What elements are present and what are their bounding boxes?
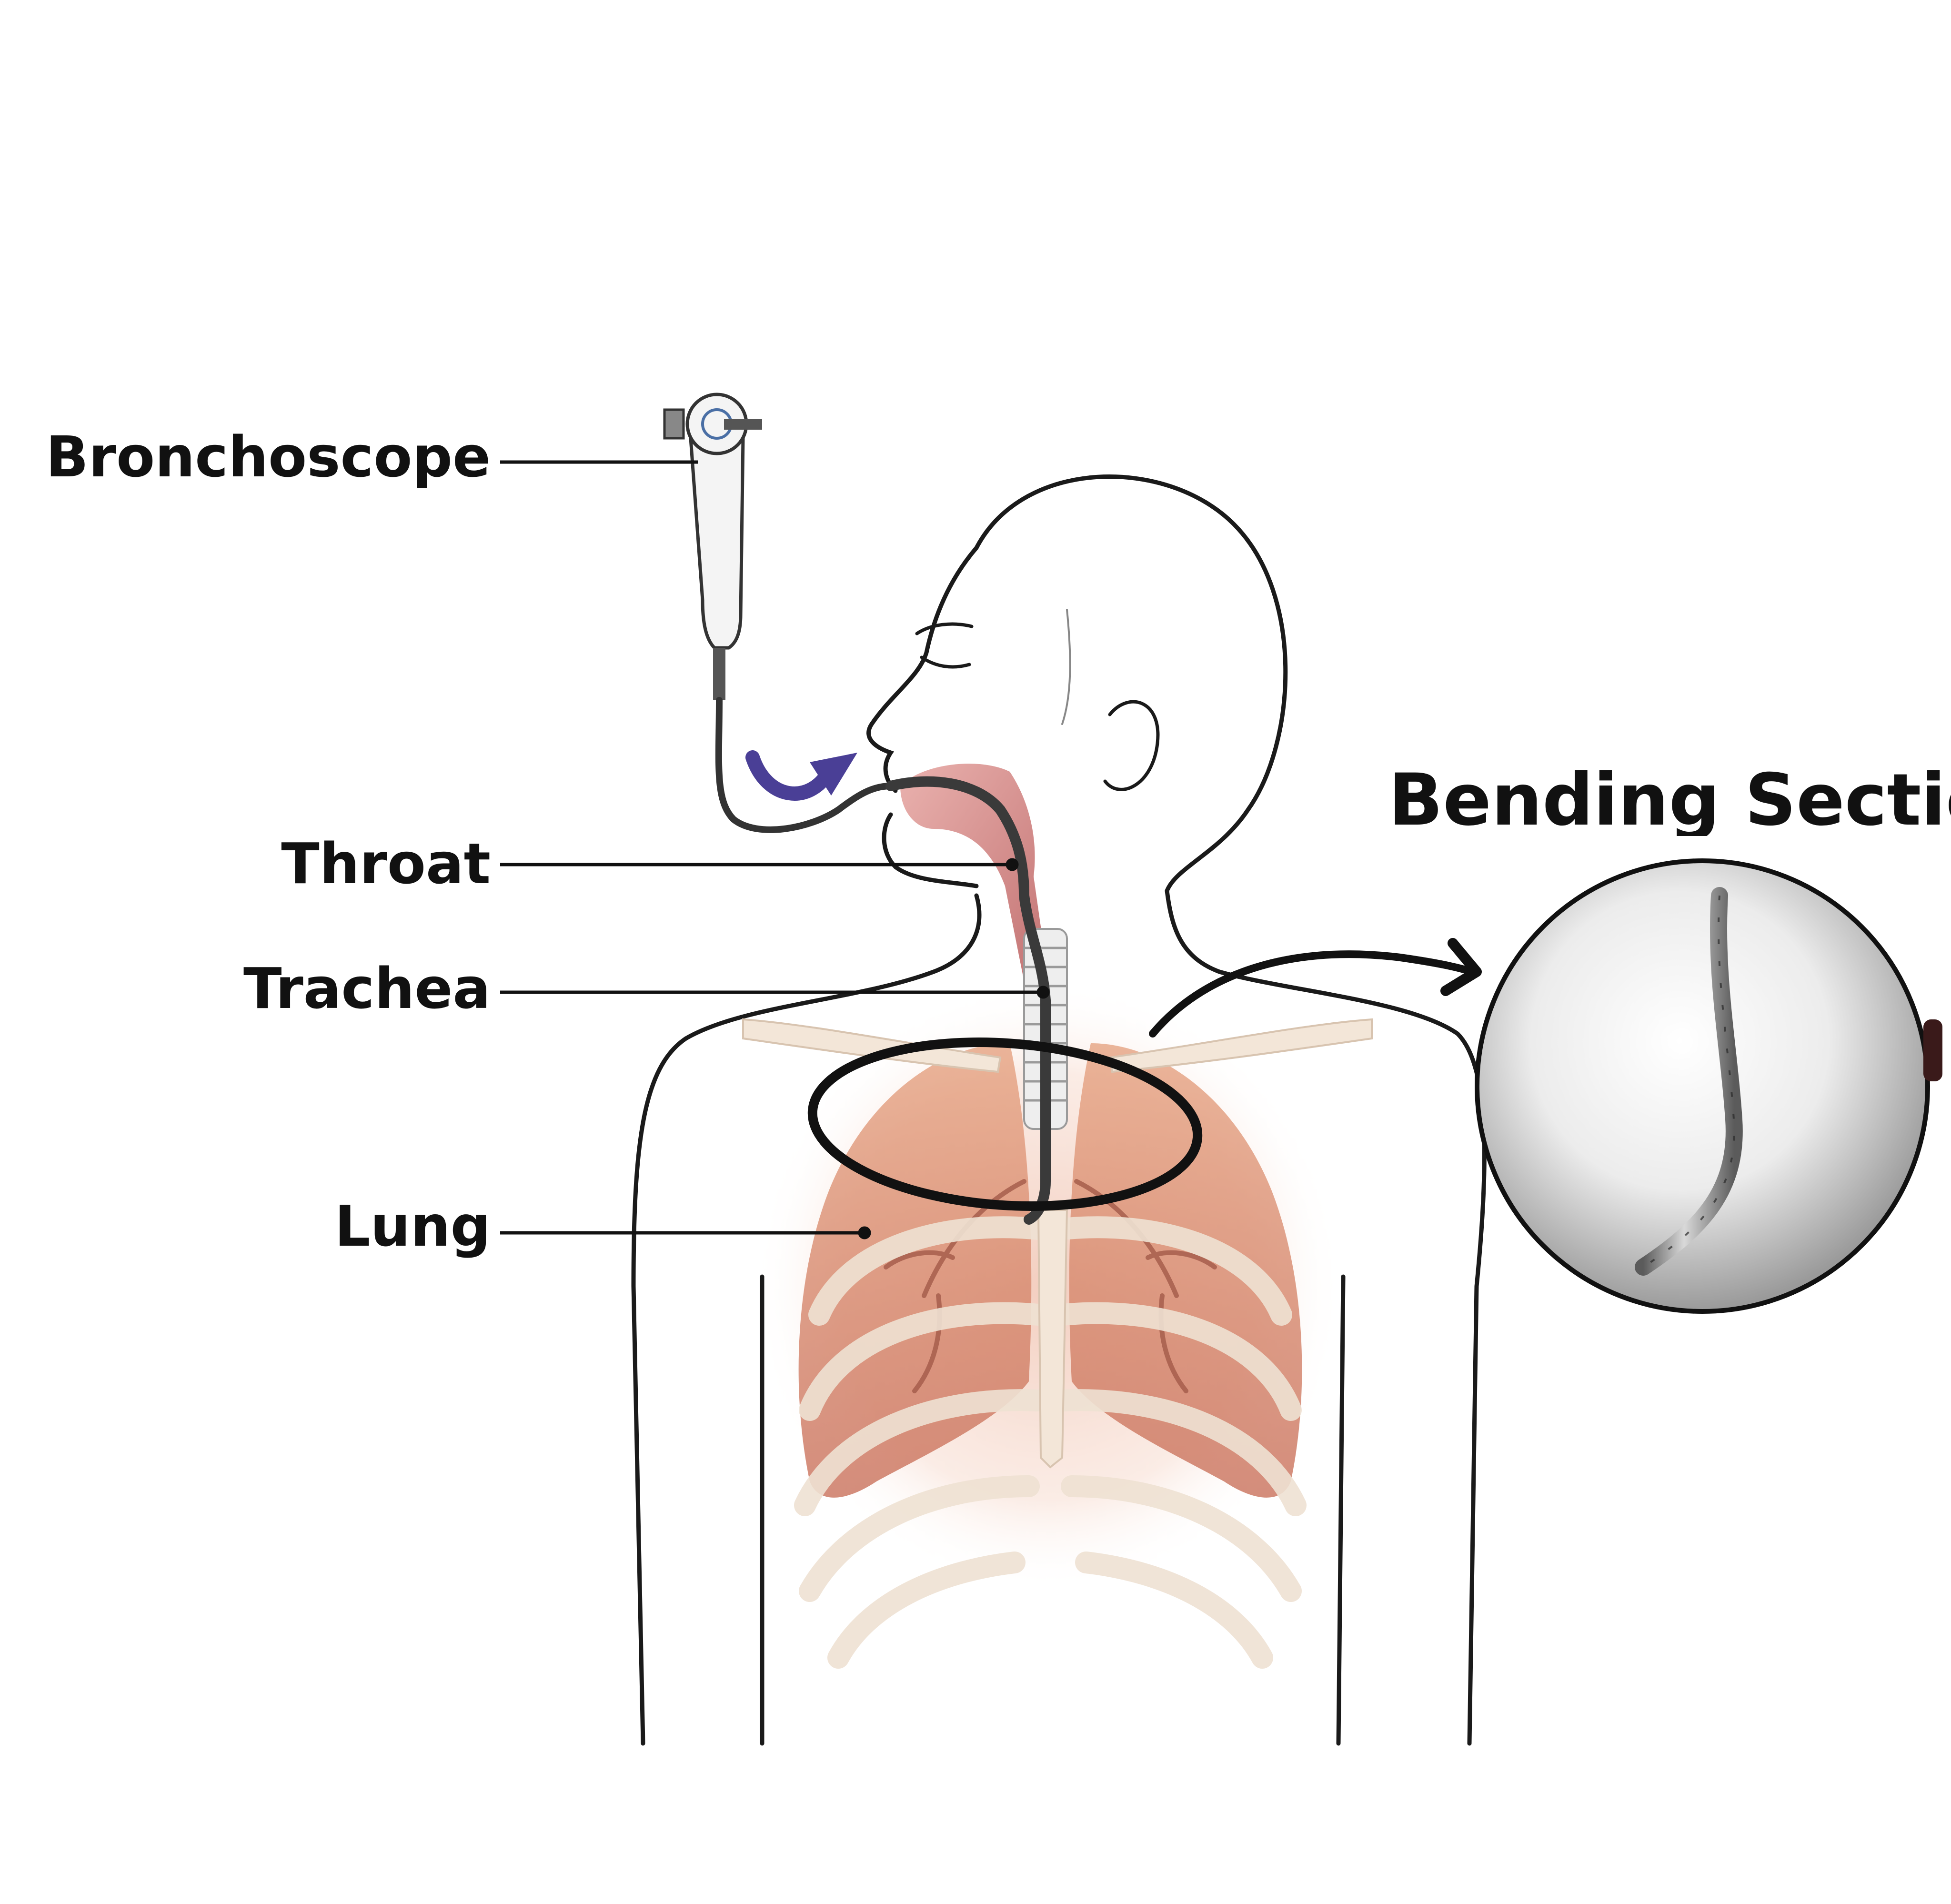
throat-label: Throat [281,831,491,897]
scope-insertion-tube [885,776,1051,1225]
bending-section-label: Bending Section [1388,765,1951,836]
magnified-bending-section [1475,858,1942,1314]
leader-lines [500,460,1050,1239]
lungs [798,1043,1302,1498]
rib-cage [794,1216,1307,1669]
lung-label: Lung [334,1193,491,1259]
trachea-leader-dot [1036,986,1050,999]
right-lung [1069,1043,1302,1498]
trachea-label: Trachea [243,956,491,1021]
insertion-arrow [745,750,857,801]
clavicles [742,1018,1373,1073]
lung-leader-dot [858,1226,871,1239]
bronchoscope-label: Bronchoscope [46,424,491,490]
bronchoscope-device [663,393,894,833]
bending-section-highlight [807,1038,1203,1211]
throat-leader-dot [1006,858,1019,871]
magnify-arrow [1149,938,1482,1038]
face-details [915,609,1160,791]
left-lung [798,1043,1032,1498]
sternum [1037,1209,1068,1469]
